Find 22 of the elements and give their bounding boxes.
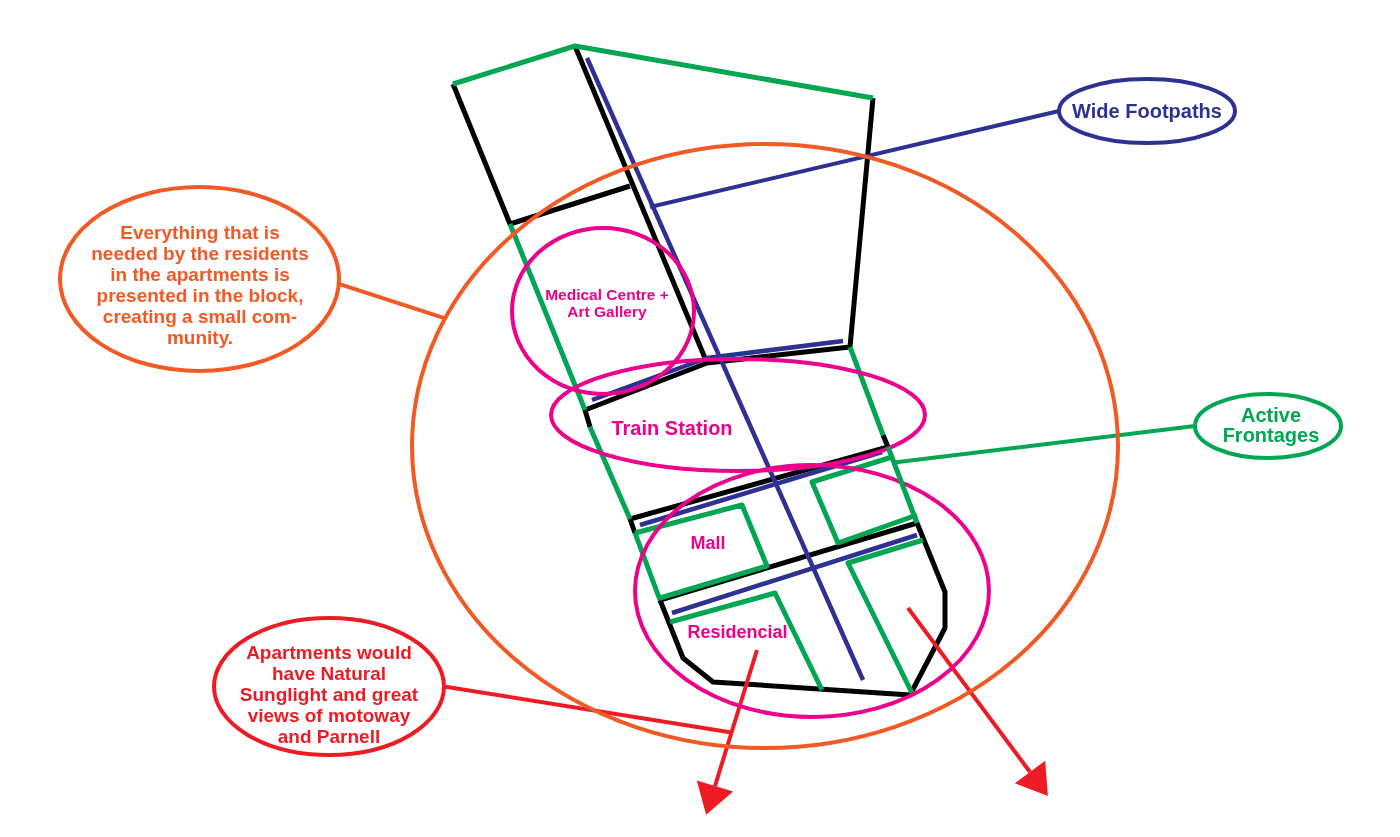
zone-ellipse [633,463,991,719]
callout-text: Everything that is needed by the residents in the apartments is presented in the block, creating a small com- munity. [90,222,310,348]
zone-label: Medical Centre + Art Gallery [544,286,670,320]
callout-ellipse [1057,77,1237,145]
zone-ellipse [510,226,696,396]
callout-text: Apartments would have Natural Sunglight and great views of motoway and Parnell [238,641,420,747]
callout-ellipse [58,185,341,373]
callout-text: Wide Footpaths [1072,100,1222,122]
direction-arrow [906,606,1048,797]
callout-text: Active Frontages [1221,405,1321,445]
frontage-line [885,446,920,524]
zone-ellipse [549,357,927,473]
leader-line [443,684,732,735]
zone-label: Residencial [687,622,788,642]
zone-label: Train Station [611,417,733,439]
zone-label: Mall [690,533,726,553]
direction-arrow [696,649,759,815]
callout-ellipse [1193,392,1343,460]
leader-line [338,281,446,321]
leader-line [649,109,1060,209]
callout-ellipse [212,616,446,757]
leader-line [893,424,1196,465]
